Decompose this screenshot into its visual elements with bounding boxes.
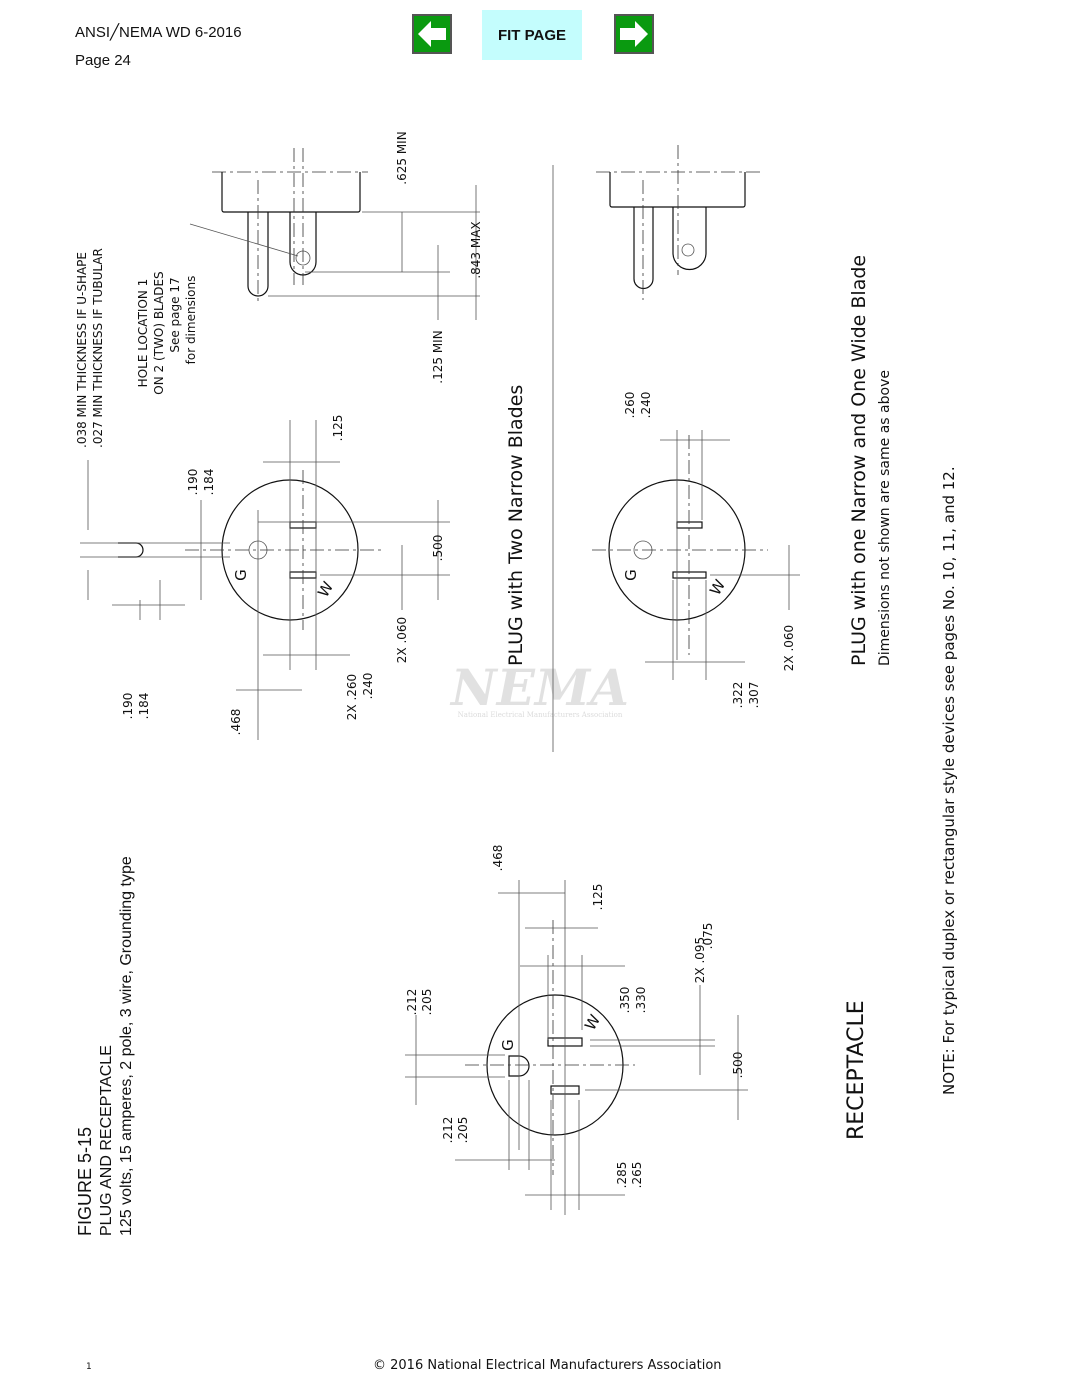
plug1-caption: PLUG with Two Narrow Blades (505, 385, 527, 666)
dimension: .265 (630, 1162, 644, 1189)
plug2-side (596, 145, 760, 300)
figure-subtitle: 125 volts, 15 amperes, 2 pole, 3 wire, G… (118, 856, 135, 1236)
dimension: .322 (731, 682, 745, 709)
previous-page-button[interactable] (412, 14, 452, 54)
plug2-face (592, 430, 800, 680)
dimension: .625 MIN (395, 131, 409, 184)
dimension: .212 (441, 1117, 455, 1144)
dimension: .184 (202, 469, 216, 496)
white-label: W (581, 1011, 604, 1033)
dimension: .468 (229, 709, 243, 736)
ground-label: G (499, 1039, 517, 1051)
dimension: .125 MIN (431, 330, 445, 383)
figure-number: FIGURE 5-15 (75, 1127, 95, 1236)
dimension: .843 MAX (469, 221, 483, 278)
dimension: .205 (456, 1117, 470, 1144)
dimension: .184 (137, 693, 151, 720)
dimension: .350 (618, 987, 632, 1014)
dimension: .330 (634, 987, 648, 1014)
dimension: .260 (623, 392, 637, 419)
dimension: .285 (615, 1162, 629, 1189)
label: HOLE LOCATION 1 (136, 279, 150, 388)
dimension: .307 (747, 682, 761, 709)
receptacle-caption: RECEPTACLE (844, 1000, 869, 1140)
copyright: © 2016 National Electrical Manufacturers… (373, 1358, 722, 1373)
label: for dimensions (184, 276, 198, 365)
dimension: .190 (186, 469, 200, 496)
plug2-note: Dimensions not shown are same as above (877, 370, 893, 666)
right-arrow-icon (620, 21, 648, 47)
dimension: .190 (121, 693, 135, 720)
white-label: W (314, 578, 337, 600)
dimension: 2X .260 (345, 674, 359, 720)
plug2-labels: .260 .240 2X .060 .322 .307 G W PLUG wit… (622, 255, 893, 708)
page-number: Page 24 (75, 52, 131, 69)
next-page-button[interactable] (614, 14, 654, 54)
figure-title-block: FIGURE 5-15 PLUG AND RECEPTACLE 125 volt… (75, 856, 135, 1236)
label: See page 17 (168, 277, 182, 352)
dimension: .500 (431, 535, 445, 562)
fit-page-button[interactable]: FIT PAGE (482, 10, 582, 60)
dimension: .500 (731, 1052, 745, 1079)
dimension: .240 (639, 392, 653, 419)
footnote: NOTE: For typical duplex or rectangular … (940, 466, 958, 1095)
receptacle-labels: RECEPTACLE .468 .125 2X .095 .075 .350 .… (405, 845, 869, 1189)
label: .027 MIN THICKNESS IF TUBULAR (91, 248, 105, 448)
page-mark: 1 (86, 1362, 92, 1372)
ground-label: G (622, 569, 640, 581)
document-id: ANSI╱NEMA WD 6-2016 (75, 24, 242, 41)
svg-text:NEMA: NEMA (449, 658, 629, 717)
dimension: 2X .060 (395, 617, 409, 663)
dimension: .205 (420, 989, 434, 1016)
receptacle-face (405, 880, 748, 1215)
white-label: W (706, 576, 729, 598)
plug1-side (189, 148, 480, 320)
figure-title: PLUG AND RECEPTACLE (98, 1045, 115, 1236)
dimension: 2X .060 (782, 625, 796, 671)
dimension: .468 (491, 845, 505, 872)
left-arrow-icon (418, 21, 446, 47)
svg-text:National Electrical Manufactur: National Electrical Manufacturers Associ… (458, 711, 623, 719)
dimension: 2X .095 (693, 937, 707, 983)
nema-watermark: NEMA National Electrical Manufacturers A… (449, 658, 629, 719)
label: ON 2 (TWO) BLADES (152, 271, 166, 394)
dimension: .212 (405, 989, 419, 1016)
dimension: .240 (361, 673, 375, 700)
ground-label: G (232, 569, 250, 581)
label: .038 MIN THICKNESS IF U-SHAPE (75, 252, 89, 448)
dimension: .125 (331, 415, 345, 442)
dimension: .125 (591, 884, 605, 911)
plug1-labels: .038 MIN THICKNESS IF U-SHAPE .027 MIN T… (75, 131, 527, 735)
plug2-caption: PLUG with one Narrow and One Wide Blade (848, 255, 870, 666)
plug1-face (80, 420, 450, 740)
dimension: .075 (701, 923, 715, 950)
